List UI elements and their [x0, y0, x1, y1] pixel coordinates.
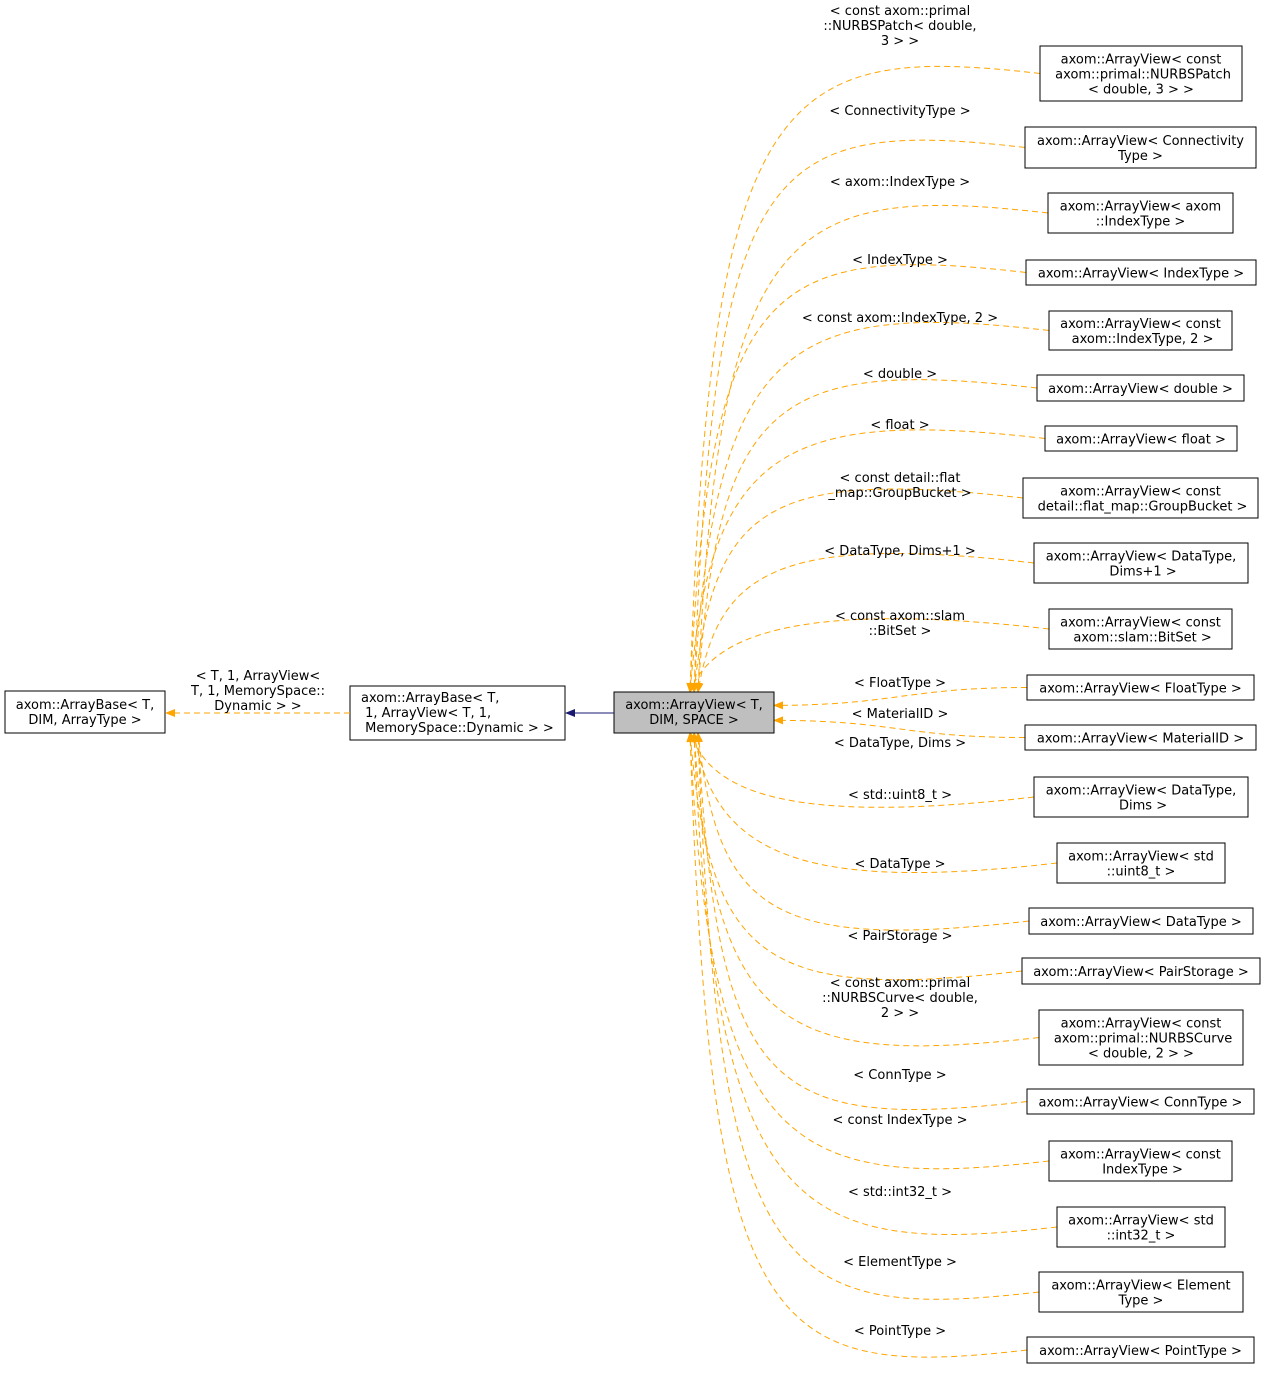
edge-child-6: [686, 429, 1046, 693]
children-layer: axom::ArrayView< const axom::primal::NUR…: [1021, 45, 1261, 1364]
edge-label-20: < ElementType >: [843, 1255, 957, 1270]
node-child-8[interactable]: axom::ArrayView< DataType, Dims+1 >: [1033, 542, 1249, 584]
node-array-view-focus[interactable]: axom::ArrayView< T,DIM, SPACE >: [613, 691, 775, 734]
edge-child-18: [686, 732, 1050, 1170]
edge-label-8: < DataType, Dims+1 >: [824, 544, 975, 559]
node-child-4[interactable]: axom::ArrayView< const axom::IndexType, …: [1048, 310, 1233, 351]
edge-label-11: < MaterialID >: [852, 707, 949, 722]
svg-text:axom::ArrayView< double >: axom::ArrayView< double >: [1048, 382, 1233, 397]
svg-text:axom::ArrayView< ConnectivityT: axom::ArrayView< ConnectivityType >: [1037, 134, 1244, 164]
edge-child-7: [690, 488, 1024, 693]
svg-text:axom::ArrayView< IndexType >: axom::ArrayView< IndexType >: [1038, 267, 1244, 282]
node-child-5[interactable]: axom::ArrayView< double >: [1036, 374, 1245, 402]
node-child-12[interactable]: axom::ArrayView< DataType, Dims >: [1033, 776, 1249, 818]
edge-child-9: [689, 618, 1050, 693]
edge-labels-layer: < const axom::primal::NURBSPatch< double…: [802, 4, 998, 1339]
node-child-6[interactable]: axom::ArrayView< float >: [1044, 425, 1238, 452]
edge-label-2: < axom::IndexType >: [830, 175, 970, 190]
edge-label-19: < std::int32_t >: [848, 1185, 952, 1200]
svg-text:axom::ArrayView< const axom::s: axom::ArrayView< const axom::slam::BitSe…: [1060, 616, 1221, 646]
node-child-11[interactable]: axom::ArrayView< MaterialID >: [1024, 724, 1257, 751]
edge-label-5: < double >: [863, 367, 937, 382]
edge-label-4: < const axom::IndexType, 2 >: [802, 311, 998, 326]
svg-text:axom::ArrayView< float >: axom::ArrayView< float >: [1056, 433, 1226, 448]
edge-label-3: < IndexType >: [852, 253, 948, 268]
node-child-7[interactable]: axom::ArrayView< const detail::flat_map:…: [1022, 477, 1259, 519]
node-child-19[interactable]: axom::ArrayView< std::int32_t >: [1056, 1206, 1226, 1248]
edge-child-21: [686, 732, 1028, 1358]
edge-label-18: < const IndexType >: [832, 1113, 967, 1128]
node-child-17[interactable]: axom::ArrayView< ConnType >: [1026, 1088, 1255, 1115]
svg-text:axom::ArrayView< const axom::I: axom::ArrayView< const axom::IndexType, …: [1060, 317, 1221, 347]
svg-text:axom::ArrayView< FloatType >: axom::ArrayView< FloatType >: [1039, 682, 1242, 697]
edge-child-16: [690, 732, 1040, 1047]
edge-label-21: < PointType >: [854, 1324, 946, 1339]
svg-text:axom::ArrayView< T,DIM, SPACE: axom::ArrayView< T,DIM, SPACE >: [625, 698, 763, 728]
edge-label-12: < DataType, Dims >: [834, 736, 966, 751]
edge-child-10: [773, 687, 1028, 710]
edge-label-16: < const axom::primal::NURBSCurve< double…: [822, 976, 978, 1021]
edge-label-13: < std::uint8_t >: [848, 788, 952, 803]
edge-child-15: [686, 732, 1023, 981]
svg-text:axom::ArrayView< MaterialID >: axom::ArrayView< MaterialID >: [1037, 732, 1244, 747]
edge-child-2: [694, 205, 1049, 693]
svg-text:axom::ArrayView< ConnType >: axom::ArrayView< ConnType >: [1039, 1096, 1243, 1111]
node-child-18[interactable]: axom::ArrayView< const IndexType >: [1048, 1140, 1233, 1182]
node-child-21[interactable]: axom::ArrayView< PointType >: [1026, 1336, 1255, 1364]
edge-child-0: [686, 65, 1041, 693]
edge-child-14: [695, 732, 1030, 931]
edge-child-13: [691, 732, 1058, 873]
svg-text:axom::ArrayView< PointType >: axom::ArrayView< PointType >: [1039, 1344, 1242, 1359]
svg-text:axom::ArrayView< ElementType >: axom::ArrayView< ElementType >: [1051, 1279, 1230, 1309]
svg-text:axom::ArrayView< PairStorage >: axom::ArrayView< PairStorage >: [1033, 965, 1249, 980]
node-child-2[interactable]: axom::ArrayView< axom::IndexType >: [1047, 192, 1234, 234]
edge-child-11: [773, 716, 1026, 738]
edge-label-9: < const axom::slam::BitSet >: [835, 609, 965, 639]
edge-child-4: [690, 322, 1050, 693]
node-child-14[interactable]: axom::ArrayView< DataType >: [1028, 907, 1254, 935]
node-child-16[interactable]: axom::ArrayView< const axom::primal::NUR…: [1038, 1009, 1244, 1066]
edge-child-5: [694, 379, 1038, 693]
node-array-base-arrayview[interactable]: axom::ArrayBase< T, 1, ArrayView< T, 1, …: [349, 685, 566, 741]
node-child-0[interactable]: axom::ArrayView< const axom::primal::NUR…: [1039, 45, 1243, 102]
edge-label-14: < DataType >: [855, 857, 946, 872]
svg-text:axom::ArrayView< std::int32_t: axom::ArrayView< std::int32_t >: [1068, 1214, 1214, 1244]
edge-child-20: [694, 732, 1040, 1300]
edge-label-6: < float >: [870, 418, 929, 433]
edges-layer: [686, 65, 1058, 1358]
edge-child-12: [689, 732, 1035, 808]
edge-child-3: [686, 264, 1027, 693]
svg-text:axom::ArrayView< const axom::p: axom::ArrayView< const axom::primal::NUR…: [1051, 53, 1231, 98]
edge-label-15: < PairStorage >: [847, 929, 952, 944]
edge-child-19: [690, 732, 1058, 1235]
edge-label-17: < ConnType >: [853, 1068, 946, 1083]
node-child-13[interactable]: axom::ArrayView< std::uint8_t >: [1056, 842, 1226, 884]
edge-label-7: < const detail::flat_map::GroupBucket >: [827, 471, 971, 501]
svg-text:axom::ArrayView< std::uint8_t: axom::ArrayView< std::uint8_t >: [1068, 850, 1214, 880]
svg-text:axom::ArrayView< axom::IndexTy: axom::ArrayView< axom::IndexType >: [1060, 200, 1221, 230]
svg-text:axom::ArrayBase< T,DIM, ArrayT: axom::ArrayBase< T,DIM, ArrayType >: [16, 698, 154, 728]
node-child-10[interactable]: axom::ArrayView< FloatType >: [1026, 674, 1255, 701]
node-child-3[interactable]: axom::ArrayView< IndexType >: [1025, 259, 1257, 286]
svg-text:axom::ArrayView< const IndexTy: axom::ArrayView< const IndexType >: [1060, 1148, 1221, 1178]
edge-label-0: < const axom::primal::NURBSPatch< double…: [823, 4, 976, 49]
node-child-9[interactable]: axom::ArrayView< const axom::slam::BitSe…: [1048, 608, 1233, 650]
edge-label-base: < T, 1, ArrayView<T, 1, MemorySpace::Dyn…: [190, 669, 325, 714]
edge-label-1: < ConnectivityType >: [829, 104, 970, 119]
svg-text:axom::ArrayView< const axom::p: axom::ArrayView< const axom::primal::NUR…: [1050, 1017, 1233, 1062]
svg-text:axom::ArrayView< DataType, Dim: axom::ArrayView< DataType, Dims+1 >: [1046, 550, 1237, 580]
edge-child-1: [690, 139, 1026, 693]
svg-text:axom::ArrayView< DataType >: axom::ArrayView< DataType >: [1040, 915, 1241, 930]
node-child-15[interactable]: axom::ArrayView< PairStorage >: [1021, 957, 1261, 985]
node-array-base[interactable]: axom::ArrayBase< T,DIM, ArrayType >: [4, 690, 166, 734]
svg-text:axom::ArrayView< DataType, Dim: axom::ArrayView< DataType, Dims >: [1046, 784, 1237, 814]
svg-text:axom::ArrayBase< T, 1, ArrayVi: axom::ArrayBase< T, 1, ArrayView< T, 1, …: [361, 691, 554, 736]
edge-label-10: < FloatType >: [854, 676, 946, 691]
edge-child-8: [695, 552, 1035, 693]
svg-text:axom::ArrayView< const detail:: axom::ArrayView< const detail::flat_map:…: [1034, 485, 1248, 515]
